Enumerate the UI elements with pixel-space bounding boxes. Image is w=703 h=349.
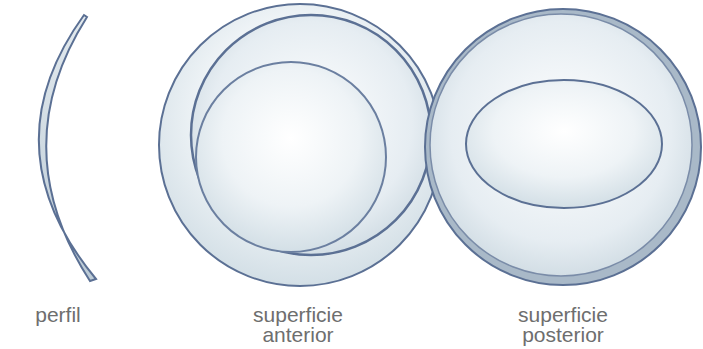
view-label: perfil (3, 305, 113, 325)
posterior-outer-rim (425, 9, 701, 285)
anterior-optic-zone (191, 15, 431, 255)
lens-profile (39, 15, 96, 281)
view-label: superficie anterior (238, 305, 358, 345)
posterior-optic-zone (466, 80, 662, 208)
anterior-outer-rim (159, 4, 441, 286)
anterior-inner-zone (196, 62, 386, 252)
posterior-surface (430, 14, 692, 276)
view-label: superficie posterior (503, 305, 623, 345)
